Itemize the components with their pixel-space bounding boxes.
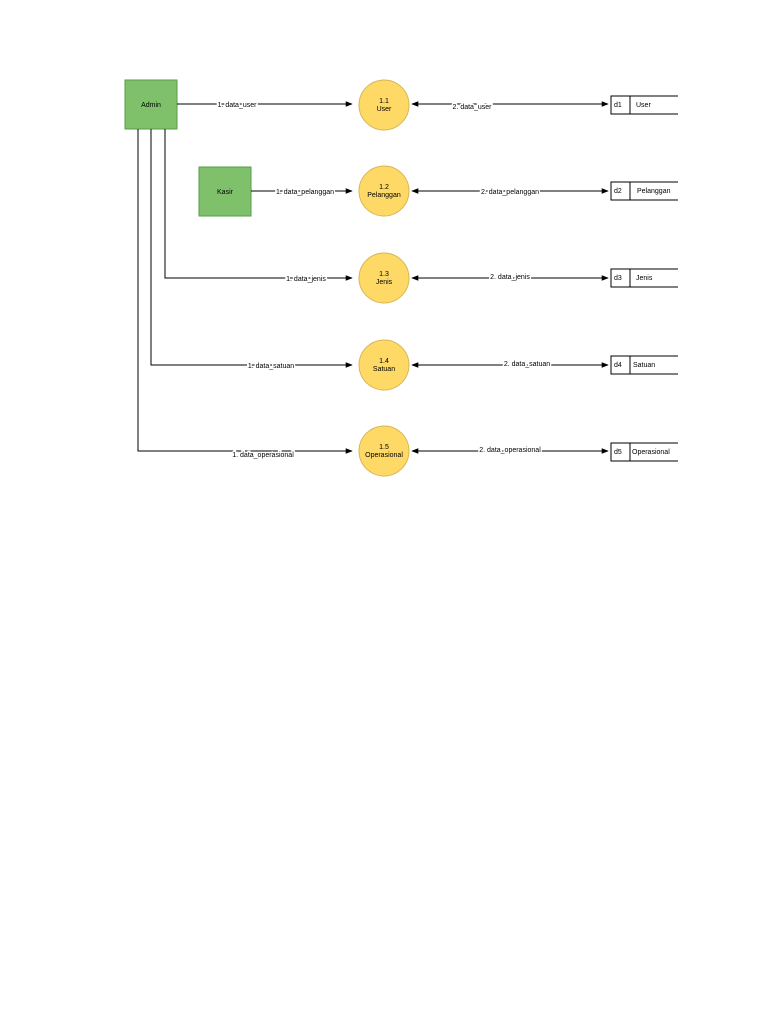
- store-d1-user[interactable]: d1 User: [610, 95, 678, 115]
- flow-in-label-1: 1. data_user: [218, 102, 258, 109]
- process-circle: [358, 79, 410, 131]
- store-outline: [610, 95, 678, 115]
- process-number: 1.3: [379, 271, 389, 278]
- process-1-1-user[interactable]: 1.1 User: [358, 79, 410, 131]
- store-outline: [610, 268, 678, 288]
- store-code: d4: [614, 362, 622, 369]
- store-d5-operasional[interactable]: d5 Operasional: [610, 442, 678, 462]
- flow-in-label-2: 1. data_pelanggan: [276, 189, 334, 196]
- store-d2-pelanggan[interactable]: d2 Pelanggan: [610, 181, 678, 201]
- process-1-2-pelanggan[interactable]: 1.2 Pelanggan: [358, 165, 410, 217]
- process-circle: [358, 252, 410, 304]
- flow-line-admin-satuan: [150, 129, 353, 368]
- store-name: Operasional: [632, 449, 670, 456]
- flow-out-label-2: 2. data_pelanggan: [481, 189, 539, 196]
- process-name: Satuan: [373, 366, 395, 373]
- process-name: Pelanggan: [367, 192, 401, 199]
- store-code: d3: [614, 275, 622, 282]
- store-name: User: [636, 102, 651, 109]
- flow-in-label-4: 1. data_satuan: [248, 363, 294, 370]
- entity-kasir-label: Kasir: [217, 189, 234, 196]
- process-1-3-jenis[interactable]: 1.3 Jenis: [358, 252, 410, 304]
- process-circle: [358, 339, 410, 391]
- store-name: Jenis: [636, 275, 653, 282]
- process-1-4-satuan[interactable]: 1.4 Satuan: [358, 339, 410, 391]
- flow-line-admin-jenis: [164, 129, 353, 281]
- entity-admin-label: Admin: [141, 102, 161, 109]
- process-circle: [358, 425, 410, 477]
- store-outline: [610, 181, 678, 201]
- process-name: Operasional: [365, 452, 403, 459]
- store-code: d2: [614, 188, 622, 195]
- store-name: Satuan: [633, 362, 655, 369]
- entity-kasir-box: [198, 166, 252, 217]
- flow-in-label-5: 1. data_operasional: [232, 452, 294, 459]
- process-circle: [358, 165, 410, 217]
- flow-out-label-3: 2. data_jenis: [490, 274, 530, 281]
- flow-out-label-1: 2. data_user: [453, 104, 493, 111]
- store-code: d1: [614, 102, 622, 109]
- flow-out-label-5: 2. data_operasional: [479, 447, 541, 454]
- process-1-5-operasional[interactable]: 1.5 Operasional: [358, 425, 410, 477]
- entity-kasir[interactable]: Kasir: [198, 166, 252, 217]
- store-outline: [610, 355, 678, 375]
- store-d4-satuan[interactable]: d4 Satuan: [610, 355, 678, 375]
- entity-admin[interactable]: Admin: [124, 79, 178, 130]
- store-name: Pelanggan: [637, 188, 671, 195]
- process-number: 1.2: [379, 184, 389, 191]
- flow-out-label-4: 2. data_satuan: [504, 361, 550, 368]
- store-d3-jenis[interactable]: d3 Jenis: [610, 268, 678, 288]
- process-name: User: [377, 106, 392, 113]
- process-number: 1.1: [379, 98, 389, 105]
- store-outline: [610, 442, 678, 462]
- store-code: d5: [614, 449, 622, 456]
- entity-admin-box: [124, 79, 178, 130]
- process-name: Jenis: [376, 279, 393, 286]
- process-number: 1.4: [379, 358, 389, 365]
- flow-in-label-3: 1. data_jenis: [286, 276, 326, 283]
- flow-line-admin-operasional: [137, 129, 353, 454]
- process-number: 1.5: [379, 444, 389, 451]
